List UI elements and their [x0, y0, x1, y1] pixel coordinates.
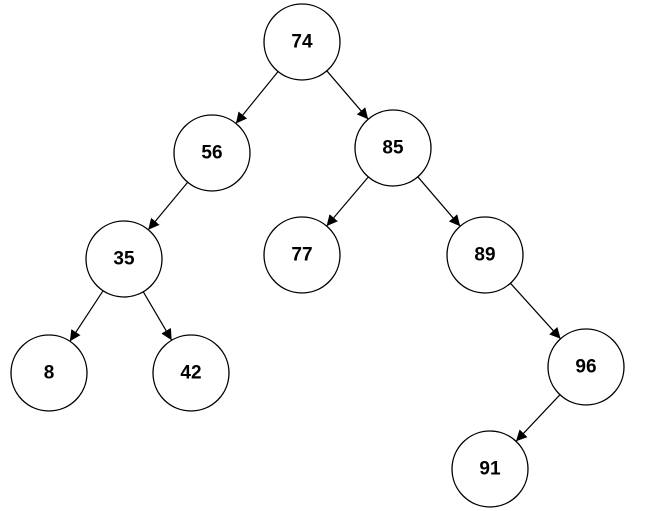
- node-label: 77: [291, 245, 312, 266]
- node-circle: [547, 328, 625, 406]
- tree-nodes: 74 56 85 35 77 89 8 42 96 91: [10, 3, 625, 508]
- node-circle: [10, 334, 88, 412]
- node-circle: [446, 216, 524, 294]
- node-circle: [451, 430, 529, 508]
- node-label: 42: [180, 363, 201, 384]
- tree-node-56: 56: [173, 114, 251, 192]
- edge-85-to-77: [326, 176, 369, 227]
- tree-edges: [69, 70, 562, 442]
- tree-node-96: 96: [547, 328, 625, 406]
- node-circle: [354, 109, 432, 187]
- tree-node-85: 85: [354, 109, 432, 187]
- node-circle: [263, 3, 341, 81]
- edge-56-to-35: [147, 181, 189, 231]
- node-label: 96: [575, 357, 596, 378]
- node-label: 89: [474, 245, 495, 266]
- edge-74-to-56: [235, 71, 279, 124]
- tree-node-35: 35: [85, 220, 163, 298]
- node-label: 85: [382, 138, 404, 159]
- node-label: 8: [44, 363, 55, 384]
- node-label: 56: [201, 143, 222, 164]
- tree-node-89: 89: [446, 216, 524, 294]
- node-circle: [263, 216, 341, 294]
- node-label: 35: [113, 249, 135, 270]
- edge-89-to-96: [509, 282, 562, 340]
- node-circle: [85, 220, 163, 298]
- tree-node-91: 91: [451, 430, 529, 508]
- tree-node-42: 42: [152, 334, 230, 412]
- node-label: 91: [479, 459, 501, 480]
- edge-35-to-8: [69, 290, 104, 342]
- edge-74-to-85: [326, 70, 369, 120]
- tree-node-74: 74: [263, 3, 341, 81]
- node-circle: [173, 114, 251, 192]
- tree-node-8: 8: [10, 334, 88, 412]
- edge-96-to-91: [515, 394, 561, 442]
- edge-35-to-42: [142, 291, 173, 341]
- node-label: 74: [291, 32, 313, 53]
- edge-85-to-89: [417, 176, 461, 227]
- node-circle: [152, 334, 230, 412]
- tree-node-77: 77: [263, 216, 341, 294]
